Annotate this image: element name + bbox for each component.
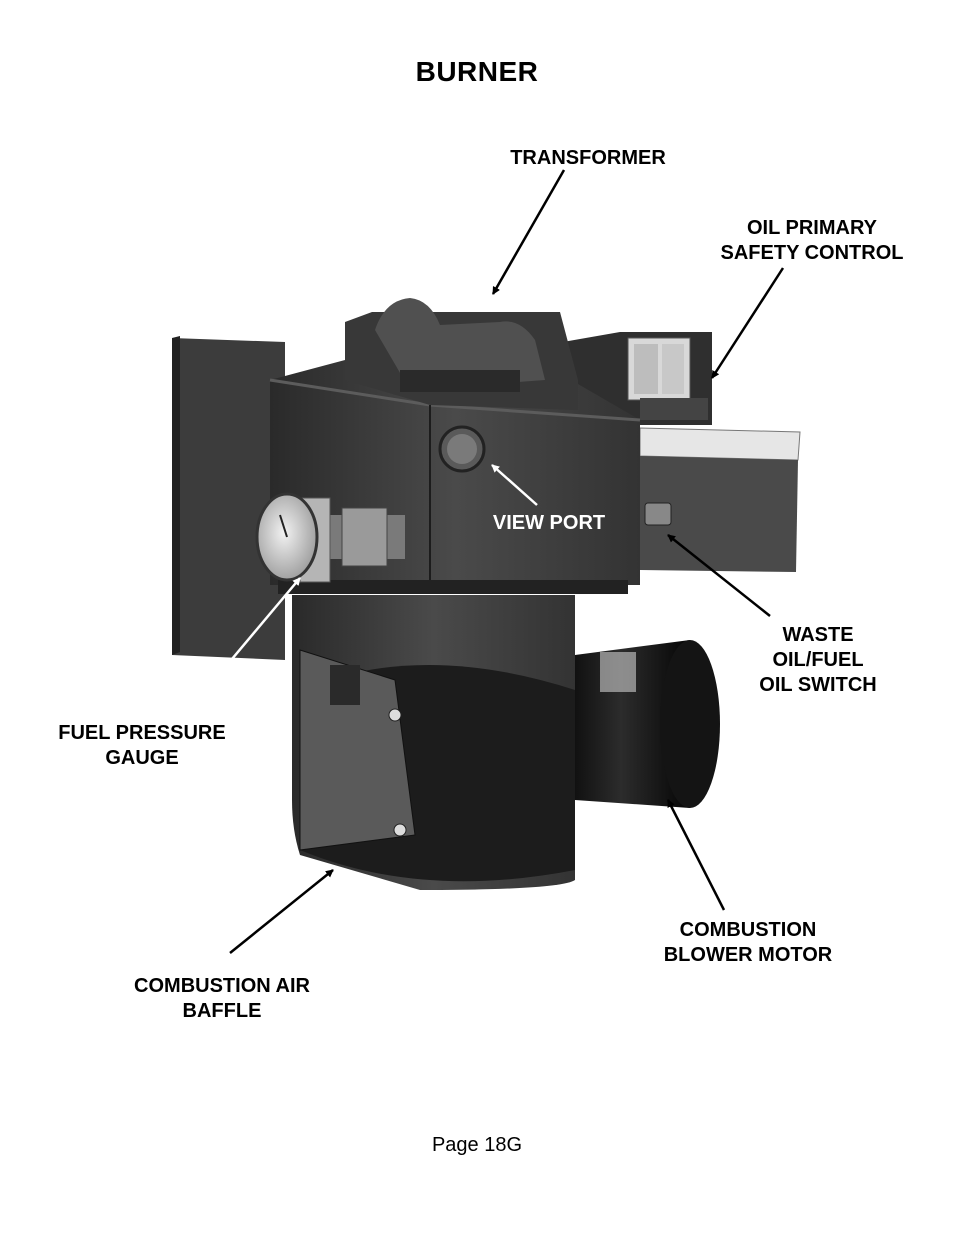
label-waste-switch-line-2: OIL/FUEL bbox=[772, 649, 864, 671]
label-waste-oil-fuel-oil-switch: WASTE OIL/FUEL OIL SWITCH bbox=[738, 623, 898, 698]
label-oil-primary-line-2: SAFETY CONTROL bbox=[720, 242, 904, 264]
label-transformer-line-1: TRANSFORMER bbox=[510, 147, 666, 169]
label-waste-switch-line-3: OIL SWITCH bbox=[759, 674, 877, 696]
label-blower-motor-line-2: BLOWER MOTOR bbox=[663, 944, 833, 966]
label-oil-primary-line-1: OIL PRIMARY bbox=[746, 217, 877, 239]
arrow-transformer bbox=[491, 169, 566, 295]
arrow-fuel-gauge bbox=[184, 577, 301, 716]
label-fuel-gauge-line-1: FUEL PRESSURE bbox=[58, 722, 226, 744]
label-oil-primary-safety-control: OIL PRIMARY SAFETY CONTROL bbox=[706, 216, 918, 266]
callout-arrows bbox=[184, 169, 785, 954]
label-blower-motor-line-1: COMBUSTION bbox=[679, 919, 817, 941]
arrow-view-port bbox=[491, 464, 538, 506]
label-combustion-air-baffle: COMBUSTION AIR BAFFLE bbox=[116, 974, 328, 1024]
label-transformer: TRANSFORMER bbox=[488, 146, 688, 171]
label-fuel-gauge-line-2: GAUGE bbox=[105, 747, 179, 769]
label-fuel-pressure-gauge: FUEL PRESSURE GAUGE bbox=[42, 721, 242, 771]
label-air-baffle-line-2: BAFFLE bbox=[182, 1000, 262, 1022]
burner-photo bbox=[172, 298, 801, 890]
label-combustion-blower-motor: COMBUSTION BLOWER MOTOR bbox=[646, 918, 850, 968]
arrow-oil-primary bbox=[710, 267, 785, 379]
page-number: Page 18G bbox=[431, 1134, 523, 1156]
label-air-baffle-line-1: COMBUSTION AIR bbox=[134, 975, 310, 997]
arrow-blower-motor bbox=[666, 799, 726, 911]
arrow-air-baffle bbox=[229, 869, 334, 954]
label-view-port: VIEW PORT bbox=[476, 511, 622, 536]
label-view-port-line-1: VIEW PORT bbox=[492, 512, 606, 534]
page-title: BURNER bbox=[415, 56, 539, 87]
arrow-waste-switch bbox=[667, 534, 771, 617]
label-waste-switch-line-1: WASTE bbox=[782, 624, 854, 646]
